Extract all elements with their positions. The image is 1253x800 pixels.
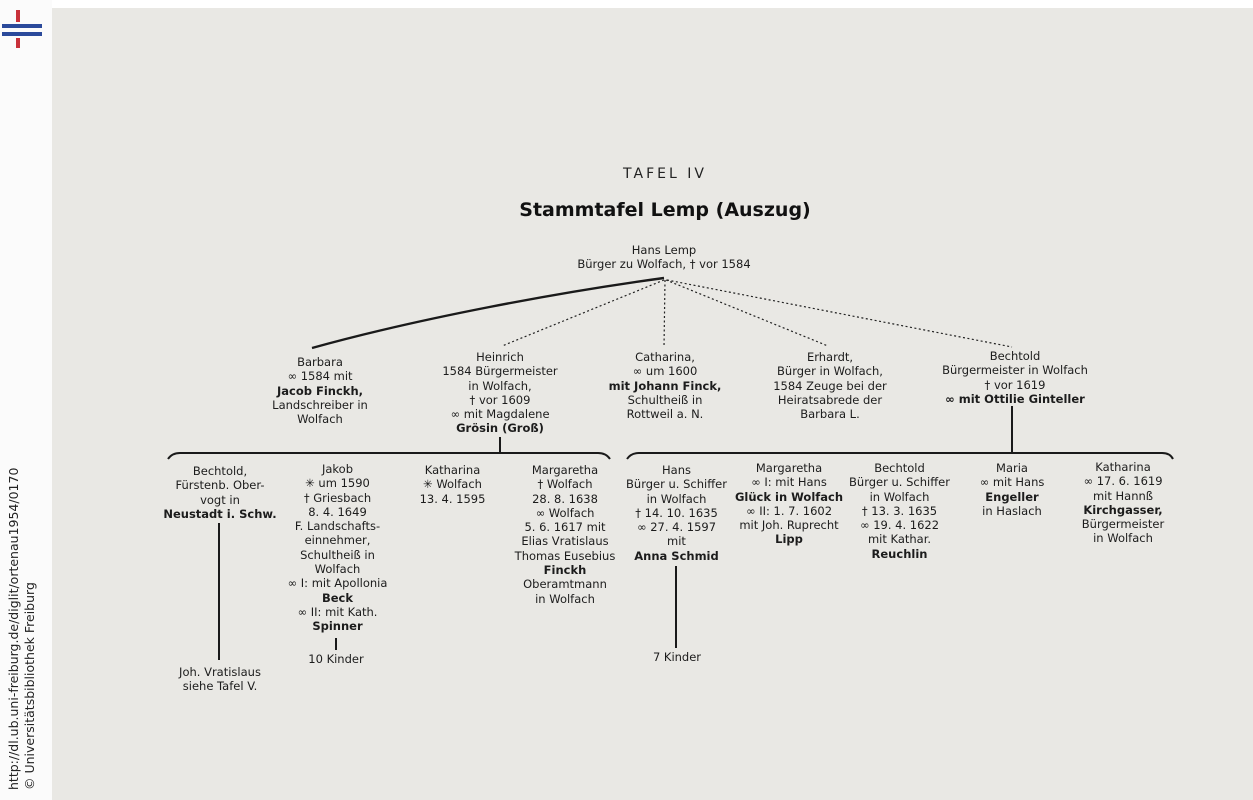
line-root-to-erhardt (665, 279, 829, 347)
jakob-children-count: 10 Kinder (308, 652, 364, 666)
person-bechtold-obervogt: Bechtold, Fürstenb. Ober- vogt in Neusta… (163, 464, 277, 521)
page-sheet (52, 8, 1253, 800)
person-margaretha-finckh: Margaretha † Wolfach 28. 8. 1638 ∞ Wolfa… (514, 463, 616, 606)
scan-margin: http://dl.ub.uni-freiburg.de/diglit/orte… (0, 0, 52, 800)
line-root-to-heinrich (501, 279, 665, 347)
person-heinrich: Heinrich 1584 Bürgermeister in Wolfach, … (442, 350, 558, 436)
person-margaretha-lipp: Margaretha ∞ I: mit Hans Glück in Wolfac… (734, 461, 844, 547)
line-root-to-catharina (663, 279, 666, 348)
page-title: Stammtafel Lemp (Auszug) (519, 199, 811, 221)
bracket-bechtold-children (626, 452, 1174, 460)
person-hans-schiffer: Hans Bürger u. Schiffer in Wolfach † 14.… (626, 463, 727, 563)
person-erhardt: Erhardt, Bürger in Wolfach, 1584 Zeuge b… (773, 350, 887, 422)
hans-children-count: 7 Kinder (652, 650, 702, 664)
library-logo-icon (2, 10, 42, 48)
person-bechtold-schiffer: Bechtold Bürger u. Schiffer in Wolfach †… (849, 461, 950, 561)
person-katharina-kirchgasser: Katharina ∞ 17. 6. 1619 mit Hannß Kirchg… (1081, 460, 1165, 546)
person-hans-lemp: Hans Lemp Bürger zu Wolfach, † vor 1584 (577, 243, 751, 272)
person-catharina: Catharina, ∞ um 1600 mit Johann Finck, S… (608, 350, 722, 422)
person-bechtold: Bechtold Bürgermeister in Wolfach † vor … (942, 349, 1088, 406)
person-katharina-1595: Katharina ✳ Wolfach 13. 4. 1595 (419, 463, 486, 506)
line-root-to-bechtold (666, 279, 1013, 348)
person-barbara: Barbara ∞ 1584 mit Jacob Finckh, Landsch… (272, 355, 368, 427)
plate-label: TAFEL IV (623, 166, 707, 182)
person-jakob: Jakob ✳ um 1590 † Griesbach 8. 4. 1649 F… (287, 462, 388, 634)
line-root-to-barbara (311, 276, 665, 350)
bracket-heinrich-children (167, 452, 611, 460)
person-maria: Maria ∞ mit Hans Engeller in Haslach (979, 461, 1045, 518)
person-joh-vratislaus: Joh. Vratislaus siehe Tafel V. (179, 665, 261, 694)
